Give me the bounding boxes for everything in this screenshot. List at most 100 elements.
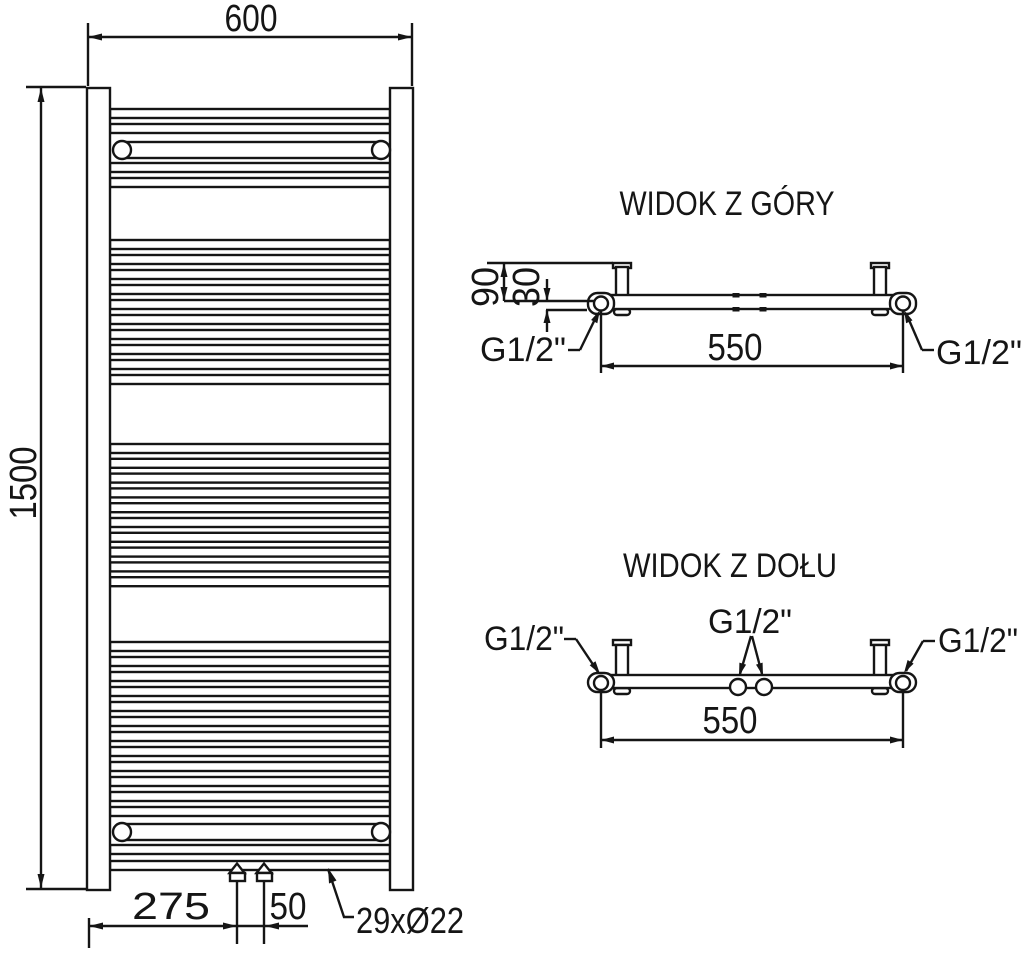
radiator-rung bbox=[108, 373, 392, 386]
right-connection-port bbox=[894, 674, 912, 692]
radiator-rung bbox=[108, 655, 392, 668]
dim-span-label: 550 bbox=[708, 327, 763, 369]
dim-width: 600 bbox=[86, 0, 414, 86]
radiator-rung bbox=[108, 576, 392, 588]
top-view-drawing bbox=[487, 261, 918, 317]
tube-spec-label: 29xØ22 bbox=[356, 900, 464, 941]
bracket-anchor-circle bbox=[111, 139, 133, 161]
radiator-rung bbox=[108, 358, 392, 371]
dim-offset-30: 30 bbox=[506, 267, 587, 332]
left-connection-callout-top: G1/2" bbox=[480, 310, 600, 369]
right-connection-callout-top: G1/2" bbox=[904, 310, 1022, 372]
radiator-rung bbox=[108, 775, 392, 788]
left-collector-tube bbox=[85, 86, 112, 892]
top-view: WIDOK Z GÓRY bbox=[465, 185, 1022, 373]
bottom-view-title: WIDOK Z DOŁU bbox=[623, 547, 837, 585]
center-connection-port bbox=[754, 677, 774, 697]
arrowhead bbox=[890, 736, 903, 744]
radiator-rung bbox=[108, 685, 392, 698]
bracket-rail bbox=[120, 822, 383, 842]
leader-line bbox=[326, 868, 354, 919]
arrowhead bbox=[265, 922, 279, 930]
dim-span-label: 550 bbox=[703, 700, 758, 742]
radiator-rung bbox=[108, 283, 392, 296]
radiator-profile-bar bbox=[598, 673, 902, 690]
left-connection-port bbox=[592, 295, 610, 312]
dim-bottom-offset: 275 50 bbox=[87, 886, 308, 948]
radiator-rung bbox=[108, 859, 392, 872]
arrowhead bbox=[89, 922, 103, 930]
top-view-title: WIDOK Z GÓRY bbox=[620, 185, 835, 223]
radiator-rung bbox=[108, 843, 392, 856]
radiator-rung bbox=[108, 472, 392, 484]
arrowhead bbox=[591, 310, 600, 324]
center-connection-port bbox=[728, 677, 748, 697]
dim-height: 1500 bbox=[3, 85, 86, 891]
right-collector-tube bbox=[388, 86, 415, 892]
valve-body bbox=[255, 871, 274, 883]
radiator-rung bbox=[108, 715, 392, 728]
bracket-anchor-circle bbox=[111, 821, 133, 843]
right-mount-bracket bbox=[869, 638, 891, 696]
arrowhead bbox=[739, 662, 747, 676]
left-mount-bracket bbox=[611, 261, 633, 317]
radiator-rung bbox=[108, 313, 392, 326]
connection-label: G1/2" bbox=[936, 334, 1022, 372]
bracket-neck bbox=[872, 265, 888, 298]
radiator-rung bbox=[108, 268, 392, 281]
radiator-rung bbox=[108, 516, 392, 529]
connection-label: G1/2" bbox=[480, 331, 566, 369]
radiator-rung bbox=[108, 760, 392, 773]
arrowhead bbox=[756, 662, 763, 676]
center-port-mark bbox=[759, 307, 767, 312]
left-mount-bracket bbox=[611, 638, 633, 696]
center-connection-callout: G1/2" bbox=[708, 603, 792, 676]
arrowhead bbox=[601, 362, 614, 370]
radiator-rung bbox=[108, 730, 392, 743]
arrowhead bbox=[904, 310, 913, 324]
bottom-view: WIDOK Z DOŁU G1/2" bbox=[484, 547, 1018, 748]
radiator-rung bbox=[108, 561, 392, 573]
center-port-mark bbox=[732, 307, 740, 312]
dim-depth-label: 90 bbox=[465, 267, 507, 307]
radiator-rung bbox=[108, 343, 392, 356]
center-port-mark bbox=[732, 293, 740, 298]
arrowhead bbox=[589, 661, 600, 674]
dim-height-label: 1500 bbox=[3, 447, 45, 520]
dim-span-550-bottom: 550 bbox=[599, 690, 905, 748]
valve-body bbox=[228, 871, 247, 883]
radiator-rung bbox=[108, 298, 392, 311]
arrowhead bbox=[543, 310, 551, 323]
dim-depth-90: 90 bbox=[465, 263, 594, 307]
dim-width-label: 600 bbox=[225, 0, 278, 40]
radiator-rung bbox=[108, 670, 392, 683]
radiator-rung bbox=[108, 442, 392, 455]
arrowhead bbox=[601, 736, 614, 744]
bottom-view-drawing bbox=[586, 638, 918, 697]
radiator-rung bbox=[108, 531, 392, 543]
arrowhead bbox=[328, 868, 337, 884]
radiator-rung bbox=[108, 457, 392, 469]
radiator-rung bbox=[108, 805, 392, 818]
radiator-rung bbox=[108, 238, 392, 251]
arrowhead bbox=[500, 287, 508, 301]
connection-label: G1/2" bbox=[938, 622, 1018, 660]
dim-offset-label: 275 bbox=[132, 886, 210, 928]
arrowhead bbox=[88, 33, 102, 41]
right-connection-callout-bottom: G1/2" bbox=[904, 622, 1018, 673]
bottom-wall-bracket bbox=[111, 821, 392, 843]
arrowhead bbox=[890, 362, 903, 370]
tube-spec-callout: 29xØ22 bbox=[326, 868, 464, 941]
radiator-rung bbox=[108, 502, 392, 514]
arrowhead bbox=[904, 660, 914, 673]
bracket-neck bbox=[614, 265, 630, 298]
radiator-rung bbox=[108, 700, 392, 713]
bracket-neck bbox=[872, 643, 888, 678]
radiator-rung bbox=[108, 176, 392, 189]
bracket-anchor-circle bbox=[370, 139, 392, 161]
radiator-rung bbox=[108, 546, 392, 558]
radiator-rung bbox=[108, 487, 392, 499]
radiator-rung bbox=[108, 745, 392, 758]
